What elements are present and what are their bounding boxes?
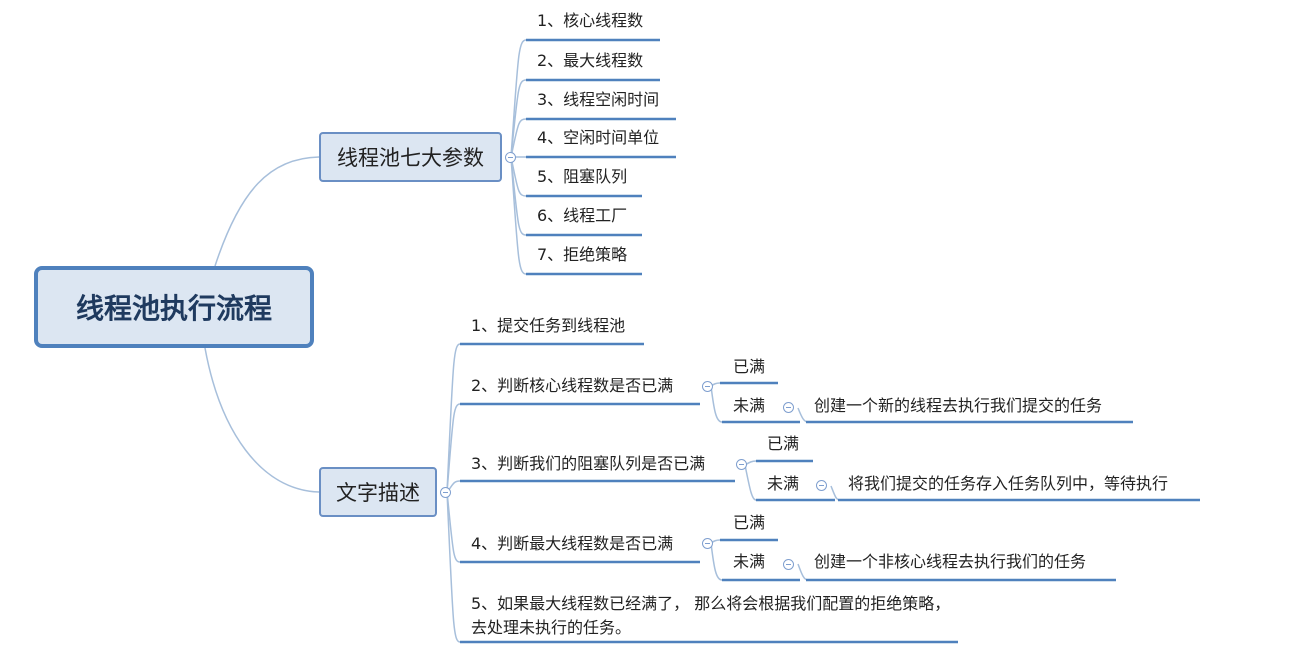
root-topic[interactable]: 线程池执行流程 [34,266,314,348]
connector-root-desc [204,347,320,493]
step3-action[interactable]: 将我们提交的任务存入任务队列中，等待执行 [848,474,1169,493]
step3-notfull[interactable]: 未满 [767,474,800,493]
collapse-desc-icon[interactable] [440,487,451,498]
step-submit[interactable]: 1、提交任务到线程池 [471,316,626,335]
param-core-threads[interactable]: 1、核心线程数 [537,11,644,30]
step2-full[interactable]: 已满 [733,357,766,376]
step-check-queue[interactable]: 3、判断我们的阻塞队列是否已满 [471,454,706,473]
topic-desc[interactable]: 文字描述 [319,467,437,517]
collapse-step2-notfull-icon[interactable] [783,402,794,413]
collapse-params-icon[interactable] [505,152,516,163]
collapse-step3-icon[interactable] [736,459,747,470]
step-check-max[interactable]: 4、判断最大线程数是否已满 [471,534,674,553]
step-check-core[interactable]: 2、判断核心线程数是否已满 [471,376,674,395]
collapse-step2-icon[interactable] [702,381,713,392]
param-keepalive-time[interactable]: 3、线程空闲时间 [537,90,660,109]
step2-notfull[interactable]: 未满 [733,396,766,415]
param-max-threads[interactable]: 2、最大线程数 [537,51,644,70]
collapse-step4-notfull-icon[interactable] [783,559,794,570]
param-reject-policy[interactable]: 7、拒绝策略 [537,245,628,264]
params-underlines [526,38,676,276]
param-thread-factory[interactable]: 6、线程工厂 [537,206,628,225]
topic-params[interactable]: 线程池七大参数 [319,132,502,182]
param-blocking-queue[interactable]: 5、阻塞队列 [537,167,628,186]
step4-notfull[interactable]: 未满 [733,552,766,571]
step2-action[interactable]: 创建一个新的线程去执行我们提交的任务 [814,396,1103,415]
step-reject[interactable]: 5、如果最大线程数已经满了， 那么将会根据我们配置的拒绝策略，去处理未执行的任务… [471,594,951,637]
collapse-step3-notfull-icon[interactable] [816,480,827,491]
desc-underlines [460,342,958,644]
param-time-unit[interactable]: 4、空闲时间单位 [537,128,660,147]
collapse-step4-icon[interactable] [702,538,713,549]
connector-root-params [214,156,320,267]
step4-action[interactable]: 创建一个非核心线程去执行我们的任务 [814,552,1087,571]
step3-full[interactable]: 已满 [767,434,800,453]
step4-full[interactable]: 已满 [733,513,766,532]
